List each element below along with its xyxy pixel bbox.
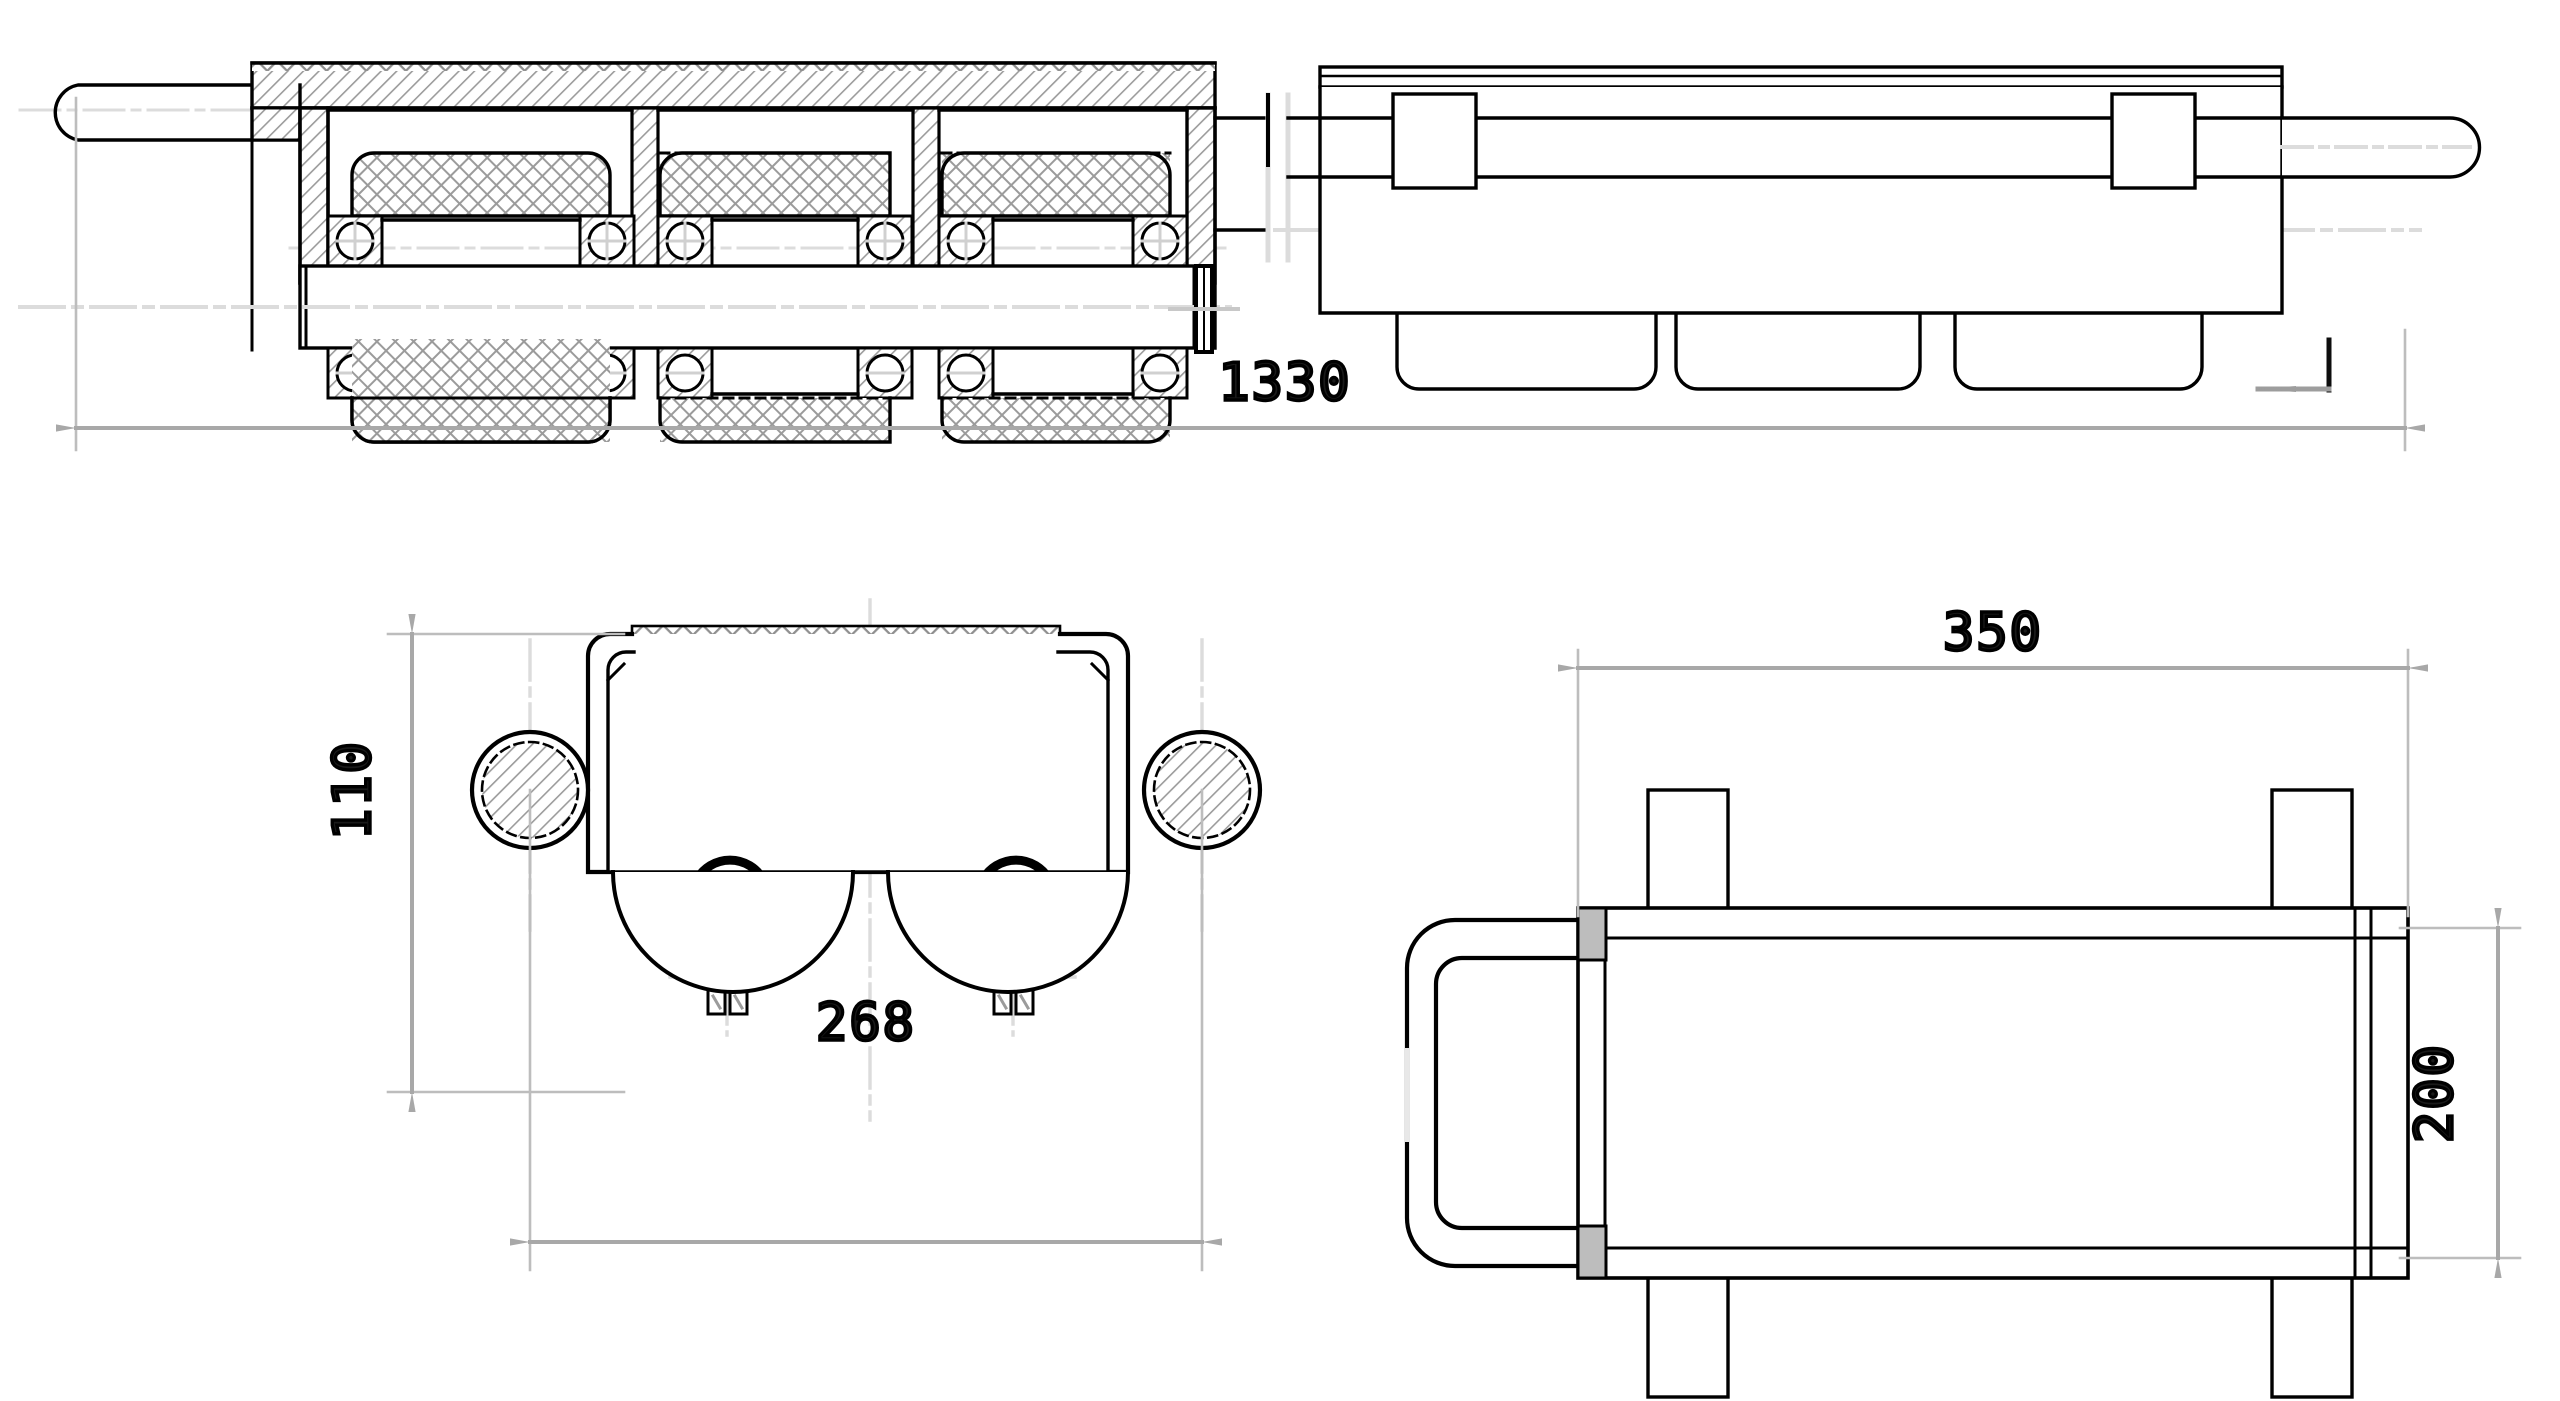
dim-350-label: 350	[1943, 603, 2043, 663]
housing-rib-1	[630, 106, 660, 285]
tab-top-left	[1646, 788, 1730, 917]
housing-right-wall	[1185, 106, 1217, 285]
dim-1330-label: 1330	[1218, 353, 1351, 413]
dim-1330-group: 1330	[56, 96, 2425, 452]
dim-268-label: 268	[816, 993, 916, 1053]
dim-110-label: 110	[323, 740, 383, 840]
tab-top-right	[2270, 788, 2354, 917]
axle-stub	[2280, 116, 2482, 179]
roller-outline-2	[1674, 314, 1922, 391]
housing-rib-2	[911, 106, 941, 285]
housing-left-wall	[298, 106, 330, 285]
dim-350-group: 350	[1558, 601, 2428, 918]
housing-shell-inner	[605, 650, 1111, 874]
view-top-left-section	[18, 61, 1291, 444]
view-bottom-left-end: 110 268	[321, 598, 1263, 1272]
roller-3-lower	[940, 396, 1172, 444]
end-cap-detail	[1168, 264, 1240, 354]
top-rail	[1318, 65, 2284, 89]
tab-bottom-right	[2270, 1270, 2354, 1399]
roller-1-upper	[350, 151, 612, 218]
u-handle	[1404, 906, 1608, 1280]
view-top-right-elevation	[1273, 65, 2482, 393]
dim-268-group: 268	[510, 788, 1222, 1272]
collar-right	[2110, 92, 2197, 190]
roller-2-lower	[658, 396, 892, 444]
shaft-extension	[1213, 106, 1270, 350]
roller-1-lower	[350, 339, 612, 444]
bearing-upper-group	[326, 214, 1189, 268]
section-arrow	[2255, 337, 2332, 393]
housing-top-band	[250, 61, 1217, 110]
dim-110-group: 110	[321, 614, 626, 1112]
deck-plate	[1576, 906, 2410, 1280]
roller-outline-1	[1395, 314, 1658, 391]
view-bottom-right-plan: 350 200	[1404, 601, 2522, 1399]
dim-200-label: 200	[2405, 1043, 2465, 1143]
collar-left	[1391, 92, 1478, 190]
shaft	[18, 264, 1232, 350]
roller-arc-right	[885, 869, 1131, 994]
roller-arc-left	[610, 869, 856, 994]
break-line	[1265, 92, 1291, 263]
roller-2-upper	[658, 151, 892, 218]
roller-outline-3	[1953, 314, 2204, 391]
roller-3-upper	[940, 151, 1172, 218]
dim-200-group: 200	[2398, 908, 2522, 1278]
tab-bottom-left	[1646, 1270, 1730, 1399]
handle-bar	[53, 83, 302, 142]
